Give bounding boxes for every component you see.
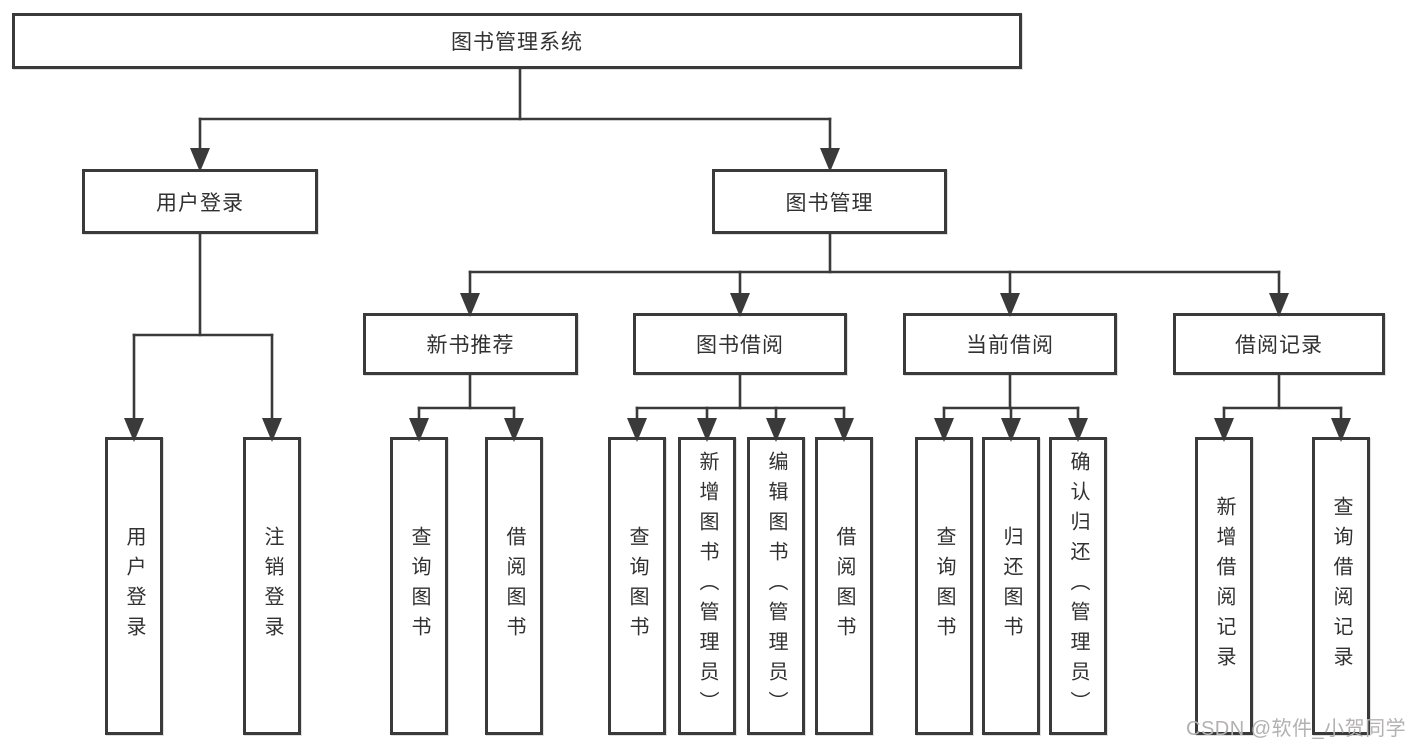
- node-user-login: 用户登录: [82, 169, 318, 234]
- node-current-borrowing-label: 当前借阅: [966, 334, 1054, 357]
- node-leaf-logout-label: 注销登录: [261, 526, 283, 646]
- node-leaf-query-books-borrowing-label: 查询图书: [626, 526, 648, 646]
- csdn-watermark: CSDN @软件_小贺同学: [1186, 718, 1405, 740]
- node-user-login-label: 用户登录: [156, 191, 244, 215]
- node-leaf-add-books-admin-label: 新增图书（管理员）: [696, 451, 718, 721]
- node-borrowing-records: 借阅记录: [1173, 313, 1385, 375]
- node-book-management-label: 图书管理: [785, 191, 874, 215]
- node-leaf-return-books-label: 归还图书: [1000, 526, 1022, 646]
- node-new-book-recommend: 新书推荐: [363, 313, 578, 375]
- node-leaf-user-login-label: 用户登录: [123, 526, 145, 646]
- node-leaf-logout: 注销登录: [243, 437, 301, 735]
- node-leaf-confirm-return-admin: 确认归还（管理员）: [1049, 437, 1107, 735]
- node-leaf-user-login: 用户登录: [105, 437, 163, 735]
- node-leaf-query-books-recommend: 查询图书: [390, 437, 448, 735]
- node-root-label: 图书管理系统: [451, 31, 583, 54]
- node-leaf-query-borrow-record-label: 查询借阅记录: [1330, 496, 1352, 676]
- node-leaf-query-books-current: 查询图书: [915, 437, 973, 735]
- node-leaf-borrow-books-label: 借阅图书: [833, 526, 855, 646]
- node-leaf-query-borrow-record: 查询借阅记录: [1312, 437, 1370, 735]
- node-leaf-edit-books-admin: 编辑图书（管理员）: [747, 437, 805, 735]
- node-leaf-edit-books-admin-label: 编辑图书（管理员）: [765, 451, 787, 721]
- node-leaf-borrow-books-recommend-label: 借阅图书: [503, 526, 525, 646]
- node-new-book-recommend-label: 新书推荐: [426, 334, 515, 357]
- node-leaf-borrow-books-recommend: 借阅图书: [485, 437, 543, 735]
- node-leaf-query-books-recommend-label: 查询图书: [408, 526, 430, 646]
- node-leaf-add-borrow-record: 新增借阅记录: [1195, 437, 1253, 735]
- node-book-borrowing-label: 图书借阅: [696, 334, 784, 357]
- node-root: 图书管理系统: [12, 13, 1022, 69]
- node-current-borrowing: 当前借阅: [903, 313, 1117, 375]
- node-leaf-query-books-borrowing: 查询图书: [608, 437, 666, 735]
- node-book-borrowing: 图书借阅: [633, 313, 847, 375]
- node-leaf-add-books-admin: 新增图书（管理员）: [678, 437, 736, 735]
- node-borrowing-records-label: 借阅记录: [1235, 334, 1323, 357]
- node-leaf-query-books-current-label: 查询图书: [933, 526, 955, 646]
- node-book-management: 图书管理: [712, 169, 947, 234]
- node-leaf-confirm-return-admin-label: 确认归还（管理员）: [1067, 451, 1089, 721]
- node-leaf-return-books: 归还图书: [982, 437, 1040, 735]
- node-leaf-borrow-books: 借阅图书: [815, 437, 873, 735]
- node-leaf-add-borrow-record-label: 新增借阅记录: [1213, 496, 1235, 676]
